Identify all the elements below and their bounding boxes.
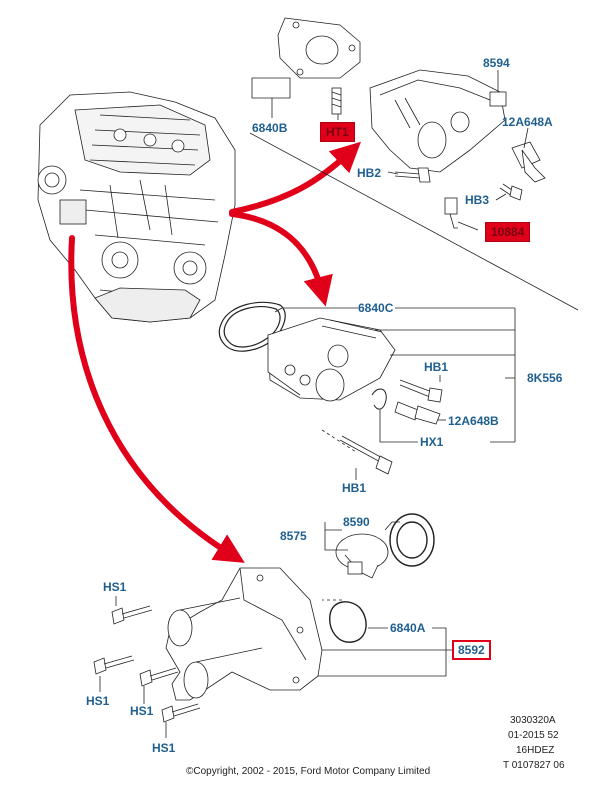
engine-code: 16HDEZ [516,745,555,756]
housing-8594 [369,69,507,173]
label-8594: 8594 [483,56,510,70]
seal-8590 [389,513,435,567]
label-6840C: 6840C [358,301,394,315]
sensor-12A648A [511,141,546,183]
copyright: ©Copyright, 2002 - 2015, Ford Motor Comp… [186,766,431,777]
label-HB1-upper: HB1 [424,360,449,374]
label-HT1[interactable]: HT1 [320,122,355,142]
label-10884[interactable]: 10884 [485,222,531,242]
reference-number: T 0107827 06 [503,760,565,771]
label-8592[interactable]: 8592 [452,640,491,660]
bolt-HB1-low [339,435,393,475]
bolt-HB3 [499,183,523,201]
diagram-code: 3030320A [510,715,556,726]
label-8575: 8575 [280,529,307,543]
label-HX1: HX1 [420,435,444,449]
clip-HX1 [371,388,387,410]
label-HS1-mid: HS1 [130,704,154,718]
bolt-HB1-mid [399,379,443,403]
label-6840B: 6840B [252,121,288,135]
sensor-12A648B [394,401,441,425]
label-8590: 8590 [343,515,370,529]
top-gasket-6840B [251,17,361,99]
label-12A648B: 12A648B [448,414,499,428]
housing-8592 [165,567,323,701]
housing-8K556 [267,317,396,402]
bolt-HB2 [394,167,431,183]
label-HS1-left: HS1 [86,694,110,708]
bolts-HS1 [93,605,201,723]
label-HS1-top: HS1 [103,580,127,594]
label-HB3: HB3 [465,193,490,207]
label-8K556: 8K556 [527,371,563,385]
label-HB1-lower: HB1 [342,481,367,495]
leader-lines [99,70,529,738]
section-divider [249,132,579,311]
label-HS1-bottom: HS1 [152,741,176,755]
sensor-10884 [444,197,458,229]
thermostat-8575 [335,533,389,579]
gasket-6840A [329,601,367,643]
diagram-date: 01-2015 52 [508,730,559,741]
label-HB2: HB2 [357,166,382,180]
stud-HT1 [331,87,342,115]
red-arrows [68,141,361,563]
label-12A648A: 12A648A [502,115,553,129]
engine-block-drawing [37,91,236,323]
label-6840A: 6840A [390,621,426,635]
